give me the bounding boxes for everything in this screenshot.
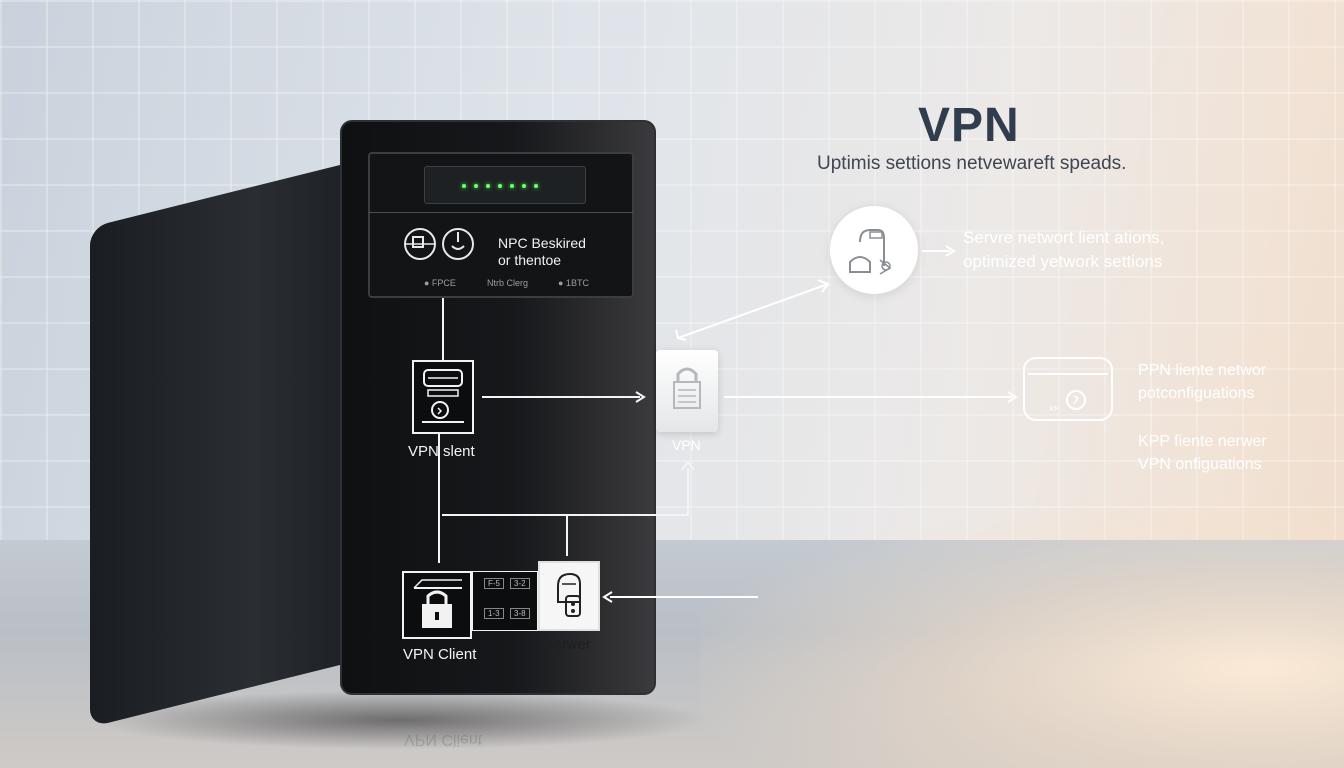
annotation-line: VPN onfiguations (1138, 456, 1262, 473)
reflection-text: VPN Client (404, 731, 483, 748)
annotation-line: optimized yetwork settions (963, 252, 1163, 271)
arrow-right-icon (635, 391, 646, 403)
port-label: Ntrb Clerg (487, 278, 529, 288)
page-subtitle: Uptimis settions netvewareft speads. (817, 153, 1127, 174)
gear-icon (404, 228, 436, 260)
arrow-right-icon (1007, 391, 1018, 403)
server-module-label: Setwer (544, 636, 591, 653)
server-lock-icon (413, 579, 462, 628)
panel-label-line2: or thentoe (498, 252, 562, 268)
status-led (462, 184, 466, 188)
connector-line (438, 433, 440, 563)
connector-line (442, 298, 444, 360)
annotation-line: KPP fiente nerwer (1138, 433, 1267, 450)
device-side (90, 160, 360, 728)
network-node[interactable] (830, 206, 918, 294)
power-icon (442, 228, 474, 260)
router-icon (422, 369, 464, 423)
floor-reflection: VPN Client (380, 700, 680, 768)
router-tag: KP (1050, 406, 1060, 413)
status-led (474, 184, 478, 188)
lock-icon (673, 367, 701, 409)
panel-label-line1: NPC Beskired (498, 235, 586, 251)
switch-port: F-5 (484, 578, 504, 589)
port-label: ● FPCE (424, 278, 456, 288)
arrow-up-icon (681, 460, 695, 471)
vpn-client-label: VPN slent (408, 443, 475, 460)
status-led (498, 184, 502, 188)
switch-port: 3-8 (510, 608, 530, 619)
connector-line (442, 514, 688, 516)
floor-glow (700, 500, 1344, 768)
diagonal-arrow (675, 279, 830, 341)
user-shield-icon (557, 572, 581, 617)
network-switch (472, 571, 538, 631)
arrow-left-icon (602, 591, 613, 603)
switch-port: 3-2 (510, 578, 530, 589)
router-arrow (724, 396, 1012, 398)
server-arrow (610, 596, 758, 598)
node-arrow (922, 250, 950, 252)
switch-port: 1-3 (484, 608, 504, 619)
connector-line (566, 514, 568, 556)
status-led (522, 184, 526, 188)
network-node-icon (849, 229, 892, 275)
annotation-line: PPN liente networ (1138, 362, 1267, 379)
status-led (534, 184, 538, 188)
led-strip (424, 166, 586, 204)
page-title: VPN (918, 99, 1020, 152)
vpn-client-module-label: VPN Client (403, 646, 477, 663)
port-label: ● 1BTC (558, 278, 589, 288)
router-outline-icon (1023, 357, 1113, 421)
connector-line (687, 468, 689, 516)
annotation-line: Servre networt lient ations, (963, 228, 1165, 247)
vpn-lock-label: VPN (672, 437, 701, 453)
panel-divider (368, 212, 634, 213)
status-led (510, 184, 514, 188)
arrow-right-icon (945, 245, 956, 257)
annotation-line: potconfiguations (1138, 385, 1255, 402)
connector-arrow (482, 396, 640, 398)
vpn-lock-node[interactable] (656, 350, 718, 432)
status-led (486, 184, 490, 188)
